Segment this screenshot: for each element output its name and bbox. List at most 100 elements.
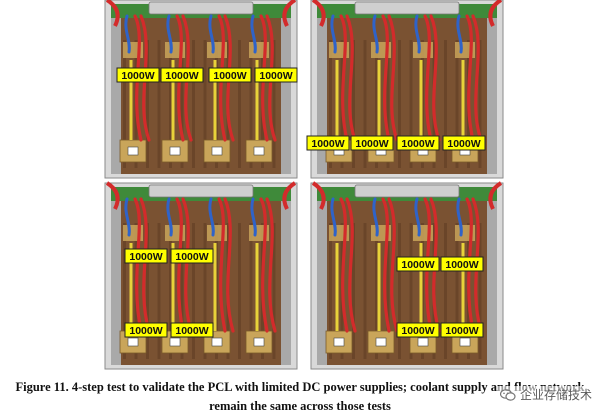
power-label-text: 1000W bbox=[165, 70, 198, 82]
blue-hose bbox=[456, 14, 463, 54]
power-label-text: 1000W bbox=[445, 259, 478, 271]
power-label-box bbox=[208, 67, 252, 83]
dimm-slot bbox=[169, 40, 172, 168]
power-label-text: 1000W bbox=[129, 251, 162, 263]
blue-hose bbox=[372, 197, 379, 237]
dimm-slot bbox=[123, 40, 126, 168]
cold-plate-center bbox=[417, 337, 429, 347]
red-hose bbox=[471, 14, 483, 142]
cold-plate-center bbox=[169, 146, 181, 156]
red-hose bbox=[423, 14, 433, 142]
dimm-slot bbox=[272, 40, 276, 168]
power-label-box bbox=[396, 322, 440, 338]
dimm-slot bbox=[329, 223, 332, 359]
cold-plate-center bbox=[211, 337, 223, 347]
dimm-slot bbox=[146, 223, 149, 359]
wechat-icon bbox=[499, 388, 516, 401]
figure-caption-line2: remain the same across those tests bbox=[209, 399, 391, 413]
dimm-slot bbox=[249, 223, 253, 359]
cold-plate-center bbox=[127, 146, 139, 156]
cold-plate-center bbox=[169, 337, 181, 347]
cold-plate-center bbox=[375, 337, 387, 347]
blue-hose bbox=[372, 14, 379, 54]
dimm-slot bbox=[352, 223, 355, 359]
red-hose bbox=[345, 14, 357, 142]
right-rail bbox=[487, 18, 497, 174]
dimm-slot bbox=[409, 223, 413, 359]
power-label-text: 1000W bbox=[129, 325, 162, 337]
corner-hose-left bbox=[311, 181, 326, 210]
cold-plate-center bbox=[253, 146, 265, 156]
left-rail bbox=[317, 18, 327, 174]
red-hose bbox=[381, 197, 391, 333]
dimm-slot bbox=[363, 223, 367, 359]
dimm-slot bbox=[180, 223, 184, 359]
power-label: 1000W bbox=[396, 322, 440, 338]
dimm-slot bbox=[249, 40, 253, 168]
corner-hose-right bbox=[282, 181, 297, 210]
blue-hose bbox=[166, 197, 173, 237]
power-label: 1000W bbox=[396, 135, 440, 151]
corner-hose-right bbox=[282, 0, 297, 27]
power-label: 1000W bbox=[124, 248, 168, 264]
red-hose bbox=[429, 14, 441, 142]
power-label: 1000W bbox=[396, 256, 440, 272]
power-label-box bbox=[306, 135, 350, 151]
power-label-box bbox=[254, 67, 298, 83]
power-label-text: 1000W bbox=[355, 138, 388, 150]
watermark-text: 企业存储技术 bbox=[519, 388, 592, 402]
blue-hose bbox=[330, 14, 337, 54]
dimm-slot bbox=[398, 223, 401, 359]
red-hose bbox=[345, 197, 357, 333]
corner-hose-right bbox=[488, 181, 503, 210]
corner-hose-right bbox=[488, 0, 503, 27]
power-label-text: 1000W bbox=[401, 259, 434, 271]
red-hose bbox=[387, 14, 399, 142]
blue-hose bbox=[250, 14, 257, 54]
red-hose bbox=[387, 197, 399, 333]
dimm-slot bbox=[478, 223, 482, 359]
top-manifold bbox=[148, 184, 254, 198]
power-label-box bbox=[396, 256, 440, 272]
red-hose bbox=[259, 197, 269, 333]
red-hose bbox=[423, 197, 433, 333]
red-hose bbox=[465, 14, 475, 142]
corner-hose-left bbox=[311, 0, 326, 27]
power-label: 1000W bbox=[350, 135, 394, 151]
power-label-box bbox=[124, 248, 168, 264]
power-label: 1000W bbox=[124, 322, 168, 338]
blue-hose bbox=[208, 197, 215, 237]
power-label-text: 1000W bbox=[401, 138, 434, 150]
power-label: 1000W bbox=[170, 248, 214, 264]
top-manifold bbox=[148, 1, 254, 15]
dimm-slot bbox=[180, 40, 184, 168]
dimm-slot bbox=[409, 40, 413, 168]
cold-plate-center bbox=[333, 337, 345, 347]
right-rail bbox=[281, 18, 291, 174]
dimm-slot bbox=[123, 223, 126, 359]
dimm-slot bbox=[363, 40, 367, 168]
power-label-box bbox=[170, 322, 214, 338]
red-hose bbox=[381, 14, 391, 142]
power-label: 1000W bbox=[116, 67, 160, 83]
dimm-slot bbox=[203, 40, 207, 168]
blue-hose bbox=[250, 197, 257, 237]
power-label-box bbox=[116, 67, 160, 83]
left-rail bbox=[317, 201, 327, 365]
red-hose bbox=[217, 197, 227, 333]
blue-hose bbox=[456, 197, 463, 237]
red-hose bbox=[339, 197, 349, 333]
cold-plate-center bbox=[459, 337, 471, 347]
power-label-box bbox=[124, 322, 168, 338]
red-hose bbox=[223, 197, 235, 333]
red-hose bbox=[339, 14, 349, 142]
dimm-slot bbox=[478, 40, 482, 168]
power-label: 1000W bbox=[254, 67, 298, 83]
power-label-text: 1000W bbox=[121, 70, 154, 82]
dimm-slot bbox=[238, 223, 241, 359]
dimm-slot bbox=[192, 223, 195, 359]
